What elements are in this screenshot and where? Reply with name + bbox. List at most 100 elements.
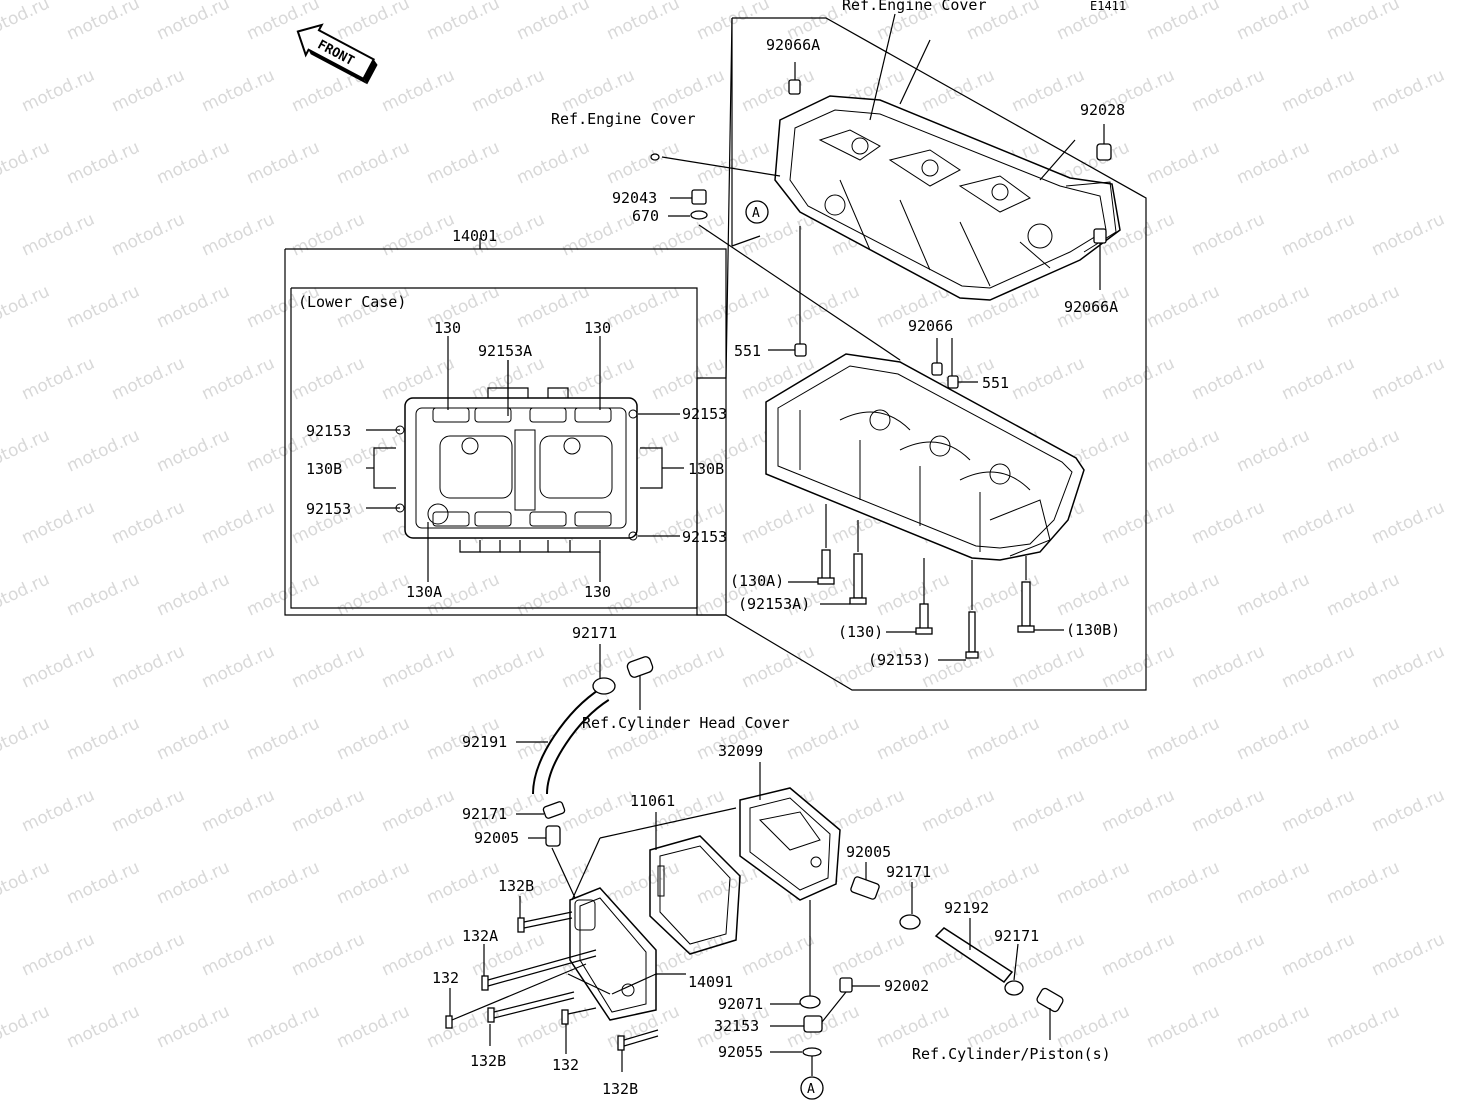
dowel-551-left [794,343,807,357]
part-32099: 32099 [718,742,763,760]
front-arrow-icon: FRONT [296,23,378,85]
watermark-text: motod.ru [154,425,233,476]
watermark-text: motod.ru [1009,785,1088,836]
clamp-92171-right-2 [1004,980,1024,996]
watermark-text: motod.ru [1144,713,1223,764]
watermark-text: motod.ru [1279,641,1358,692]
part-14001: 14001 [452,227,497,245]
watermark-text: motod.ru [1369,65,1448,116]
watermark-text: motod.ru [1144,1001,1223,1052]
part-551-right: 551 [982,374,1009,392]
ref-cylinder-pipe [1036,987,1064,1013]
svg-text:A: A [752,206,760,221]
watermark-text: motod.ru [379,353,458,404]
watermark-text: motod.ru [379,785,458,836]
watermark-text: motod.ru [0,569,53,620]
watermark-text: motod.ru [1234,713,1313,764]
part-551-left: 551 [734,342,761,360]
watermark-text: motod.ru [514,569,593,620]
watermark-text: motod.ru [64,857,143,908]
watermark-text: motod.ru [1144,569,1223,620]
reference-marker-a-top [745,200,769,224]
watermark-text: motod.ru [334,857,413,908]
watermark-text: motod.ru [514,1001,593,1052]
watermark-text: motod.ru [559,209,638,260]
part-130-paren: (130) [838,623,883,641]
reference-marker-a-bottom [800,1076,824,1100]
part-92153-left-1: 92153 [306,422,351,440]
part-92171-mid: 92171 [462,805,507,823]
watermark-text: motod.ru [379,641,458,692]
watermark-text: motod.ru [334,713,413,764]
part-92192: 92192 [944,899,989,917]
part-130B-left: 130B [306,460,342,478]
callout-labels: Ref.Engine Cover Ref.Engine Cover Ref.Cy… [298,0,1111,1063]
part-11061: 11061 [630,792,675,810]
watermark-text: motod.ru [559,785,638,836]
lower-crankcase [765,353,1085,561]
oil-pan-32099 [739,787,841,901]
watermark-text: motod.ru [199,65,278,116]
watermark-text: motod.ru [424,137,503,188]
watermark-text: motod.ru [604,857,683,908]
watermark-text: motod.ru [1324,569,1403,620]
part-92005-left: 92005 [474,829,519,847]
watermark-text: motod.ru [514,0,593,45]
watermark-text: motod.ru [154,0,233,45]
watermark-text: motod.ru [109,785,188,836]
watermark-text: motod.ru [1189,209,1268,260]
watermark-text: motod.ru [244,857,323,908]
watermark-text: motod.ru [874,713,953,764]
watermark-text: motod.ru [109,929,188,980]
watermark-text: motod.ru [964,713,1043,764]
watermark-text: motod.ru [199,641,278,692]
watermark-text: motod.ru [784,713,863,764]
bolt-132B-1 [517,911,573,933]
watermark-text: motod.ru [1099,785,1178,836]
part-32153: 32153 [714,1017,759,1035]
watermark-text: motod.ru [19,785,98,836]
watermark-text: motod.ru [154,281,233,332]
dowel-551-right [947,375,959,389]
part-92171-right-2: 92171 [994,927,1039,945]
bolt-92153A-long [849,520,867,605]
watermark-text: motod.ru [559,65,638,116]
part-130-top-left: 130 [434,319,461,337]
watermark-text: motod.ru [919,785,998,836]
clamp-92171-top [592,677,616,695]
watermark-text: motod.ru [1369,929,1448,980]
bolt-130-long [915,558,933,635]
watermark-text: motod.ru [829,929,908,980]
watermark-text: motod.ru [784,1001,863,1052]
watermark-text: motod.ru [604,569,683,620]
callout-ref-engine-cover-left: Ref.Engine Cover [551,110,696,128]
part-130A-paren: (130A) [730,572,784,590]
watermark-text: motod.ru [874,569,953,620]
watermark-text: motod.ru [829,785,908,836]
watermark-text: motod.ru [514,281,593,332]
watermark-text: motod.ru [1234,281,1313,332]
watermark-text: motod.ru [1234,569,1313,620]
part-14091: 14091 [688,973,733,991]
part-130-top-right: 130 [584,319,611,337]
watermark-text: motod.ru [1324,137,1403,188]
watermark-text: motod.ru [289,785,368,836]
watermark-text: motod.ru [64,281,143,332]
watermark-text: motod.ru [244,569,323,620]
watermark-text: motod.ru [0,1001,53,1052]
watermark-text: motod.ru [64,1001,143,1052]
watermark-text: motod.ru [289,641,368,692]
watermark-text: motod.ru [1099,497,1178,548]
watermark-text: motod.ru [604,137,683,188]
watermark-text: motod.ru [199,209,278,260]
part-92071: 92071 [718,995,763,1013]
watermark-text: motod.ru [0,857,53,908]
watermark-text: motod.ru [109,641,188,692]
watermark-text: motod.ru [1189,353,1268,404]
watermark-text: motod.ru [1324,281,1403,332]
watermark-text: motod.ru [1234,0,1313,45]
o-ring-92055 [802,1047,822,1057]
watermark-text: motod.ru [0,281,53,332]
watermark-text: motod.ru [1324,713,1403,764]
